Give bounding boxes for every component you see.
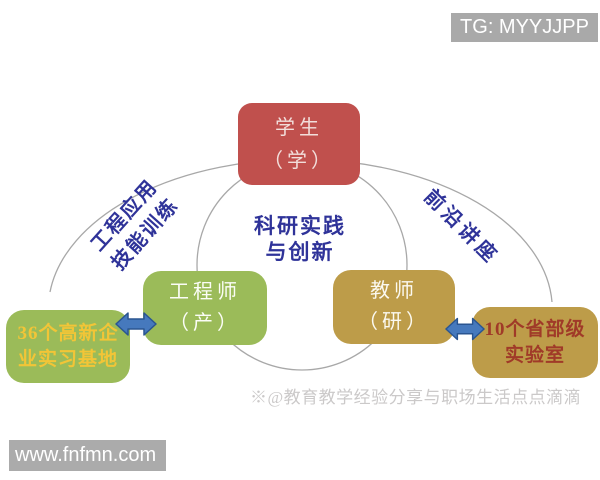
edge-label-engineering-training: 工程应用 技能训练 — [55, 155, 215, 295]
node-engineer: 工程师 （产） — [143, 271, 267, 345]
watermark-text: ※@教育教学经验分享与职场生活点点滴滴 — [250, 388, 582, 407]
node-provincial-labs-line1: 10个省部级 — [484, 319, 586, 340]
center-label: 科研实践 与创新 — [210, 213, 390, 265]
node-student-subtitle: （学） — [263, 150, 335, 172]
node-enterprise-bases: 36个高新企 业实习基地 — [6, 310, 130, 383]
node-engineer-subtitle: （产） — [169, 312, 241, 334]
node-teacher-subtitle: （研） — [358, 311, 430, 333]
double-arrow-right — [445, 317, 485, 341]
edge-label-frontier-lectures: 前沿讲座 — [398, 180, 528, 270]
node-teacher: 教师 （研） — [333, 270, 455, 344]
node-enterprise-bases-line2: 业实习基地 — [17, 349, 118, 370]
double-arrow-left-shape — [115, 312, 157, 336]
node-student: 学生 （学） — [238, 103, 360, 185]
site-watermark-badge: www.fnfmn.com — [9, 440, 166, 471]
center-label-line2: 与创新 — [265, 240, 335, 264]
node-provincial-labs-line2: 实验室 — [504, 345, 565, 366]
double-arrow-left — [115, 312, 157, 336]
node-teacher-title: 教师 — [370, 280, 418, 302]
double-arrow-right-shape — [445, 317, 485, 341]
node-student-title: 学生 — [275, 117, 323, 139]
node-provincial-labs: 10个省部级 实验室 — [472, 307, 598, 378]
center-label-line1: 科研实践 — [254, 214, 346, 238]
edge-label-right-text: 前沿讲座 — [419, 185, 503, 269]
tg-watermark-badge: TG: MYYJJPP — [451, 13, 598, 42]
node-enterprise-bases-line1: 36个高新企 — [17, 323, 119, 344]
node-engineer-title: 工程师 — [169, 281, 241, 303]
